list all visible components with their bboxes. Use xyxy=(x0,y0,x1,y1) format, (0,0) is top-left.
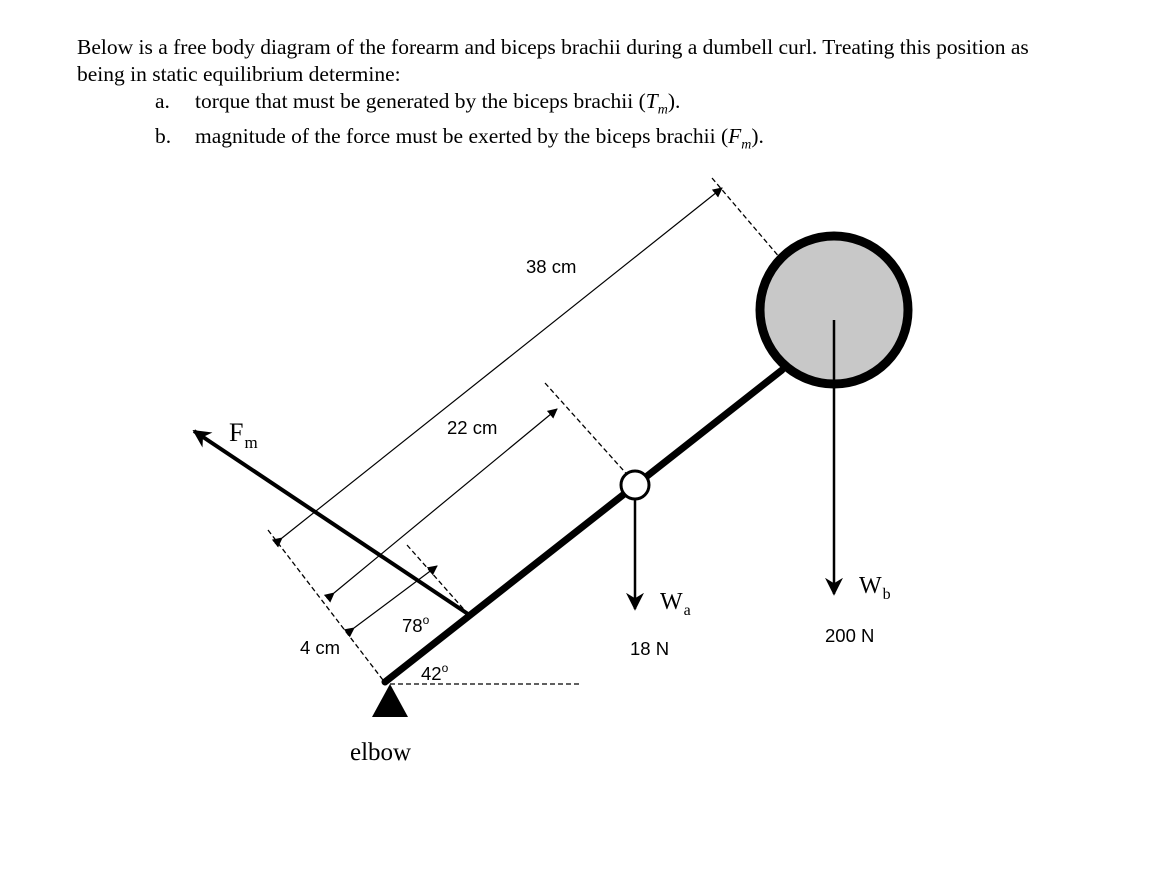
dimension-line-22cm xyxy=(323,408,558,603)
question-a-marker: a. xyxy=(155,89,170,113)
elbow-label: elbow xyxy=(350,739,411,766)
forearm-angle-label: 42o xyxy=(421,661,449,684)
forearm-segment xyxy=(381,366,786,686)
torque-symbol: Tm xyxy=(645,89,668,118)
dimension-label-22cm: 22 cm xyxy=(447,417,497,438)
forearm-center-of-mass xyxy=(619,469,651,501)
question-a-text: torque that must be generated by the bic… xyxy=(195,89,646,113)
forearm-weight-label: Wa xyxy=(660,589,691,619)
muscle-force-arrow xyxy=(192,429,470,616)
muscle-force-label: Fm xyxy=(229,418,258,452)
dumbbell-weight-label: Wb xyxy=(859,573,891,603)
question-b: b. magnitude of the force must be exerte… xyxy=(155,124,764,153)
dimension-line-38cm xyxy=(271,187,723,548)
muscle-angle-label: 78o xyxy=(402,613,430,636)
dimension-line-4cm xyxy=(343,565,438,638)
extension-line-elbow xyxy=(267,529,387,685)
elbow-pivot xyxy=(372,684,408,717)
forearm-weight-value: 18 N xyxy=(630,638,669,659)
dumbbell-weight-value: 200 N xyxy=(825,625,874,646)
problem-statement: Below is a free body diagram of the fore… xyxy=(77,34,1077,159)
question-b-text: magnitude of the force must be exerted b… xyxy=(195,124,729,149)
question-a: a. torque that must be generated by the … xyxy=(155,89,681,118)
dimension-label-4cm: 4 cm xyxy=(300,637,340,658)
force-symbol: Fm xyxy=(728,124,752,153)
dimension-label-38cm: 38 cm xyxy=(526,256,576,277)
problem-intro: Below is a free body diagram of the fore… xyxy=(77,35,1029,86)
question-list: a. torque that must be generated by the … xyxy=(77,88,1077,159)
extension-line-center-of-mass xyxy=(544,382,633,481)
question-b-marker: b. xyxy=(155,124,172,149)
